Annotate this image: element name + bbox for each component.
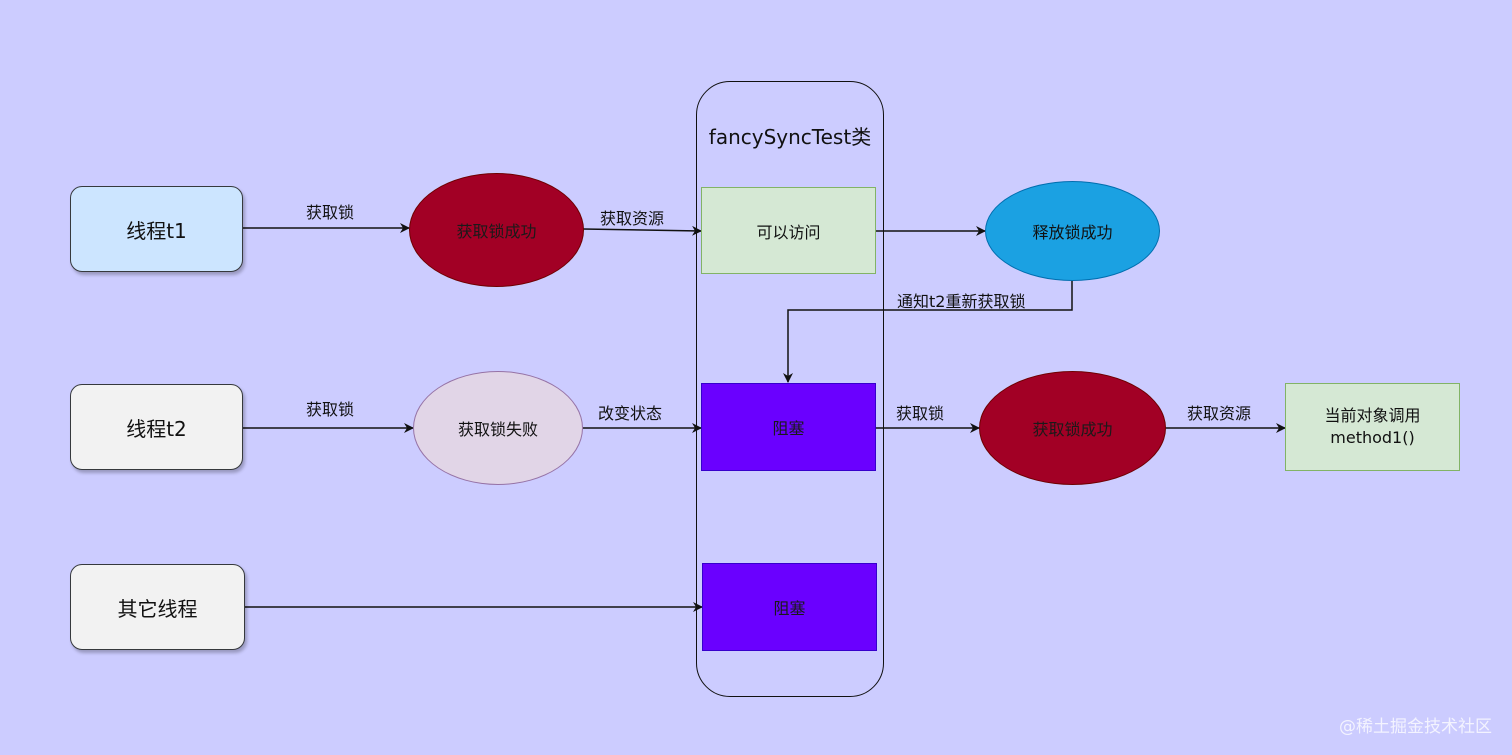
blocked-node-2: 阻塞	[702, 563, 877, 651]
label-blocked-acquire: 获取锁	[896, 404, 945, 423]
blocked-node-1: 阻塞	[701, 383, 876, 471]
acquire-success-node-1: 获取锁成功	[409, 173, 584, 287]
class-container	[696, 81, 884, 697]
accessible-node: 可以访问	[701, 187, 876, 274]
current-object-node: 当前对象调用 method1()	[1285, 383, 1460, 471]
label-t1-resource: 获取资源	[600, 209, 665, 228]
label-t2-resource: 获取资源	[1187, 404, 1252, 423]
watermark-text: @稀土掘金技术社区	[1339, 717, 1492, 737]
current-object-line1: 当前对象调用	[1324, 406, 1421, 425]
current-object-line2: method1()	[1330, 428, 1415, 447]
thread-t2-node: 线程t2	[70, 384, 243, 470]
thread-t1-node: 线程t1	[70, 186, 243, 272]
class-container-title: fancySyncTest类	[708, 125, 872, 149]
release-success-node: 释放锁成功	[985, 181, 1160, 281]
label-t1-acquire: 获取锁	[306, 203, 355, 222]
edge-notify-t2	[783, 281, 1073, 383]
label-t2-acquire: 获取锁	[306, 400, 355, 419]
label-notify-t2: 通知t2重新获取锁	[897, 292, 1026, 311]
label-change-state: 改变状态	[598, 404, 663, 423]
acquire-success-node-2: 获取锁成功	[979, 371, 1166, 485]
other-thread-node: 其它线程	[70, 564, 245, 650]
acquire-fail-node: 获取锁失败	[413, 371, 583, 485]
edge-t1-resource	[582, 225, 702, 236]
